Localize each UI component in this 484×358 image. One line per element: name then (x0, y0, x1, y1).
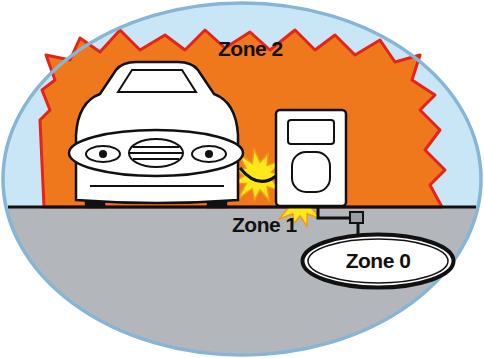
zone-label: Zone 1 (232, 213, 297, 237)
outer-oval (3, 3, 481, 355)
pipe (318, 206, 363, 238)
tank-inner-outline (308, 239, 448, 283)
ground-line (8, 206, 476, 209)
tank-oval: Zone 0 (300, 232, 456, 290)
ground (0, 207, 484, 358)
car (69, 62, 243, 207)
zone-2-area (40, 30, 445, 207)
zone-label: Zone 2 (218, 37, 283, 61)
zone-label: Zone 0 (346, 249, 411, 273)
fuel-dispenser (240, 110, 346, 206)
tank-outline (303, 235, 454, 288)
